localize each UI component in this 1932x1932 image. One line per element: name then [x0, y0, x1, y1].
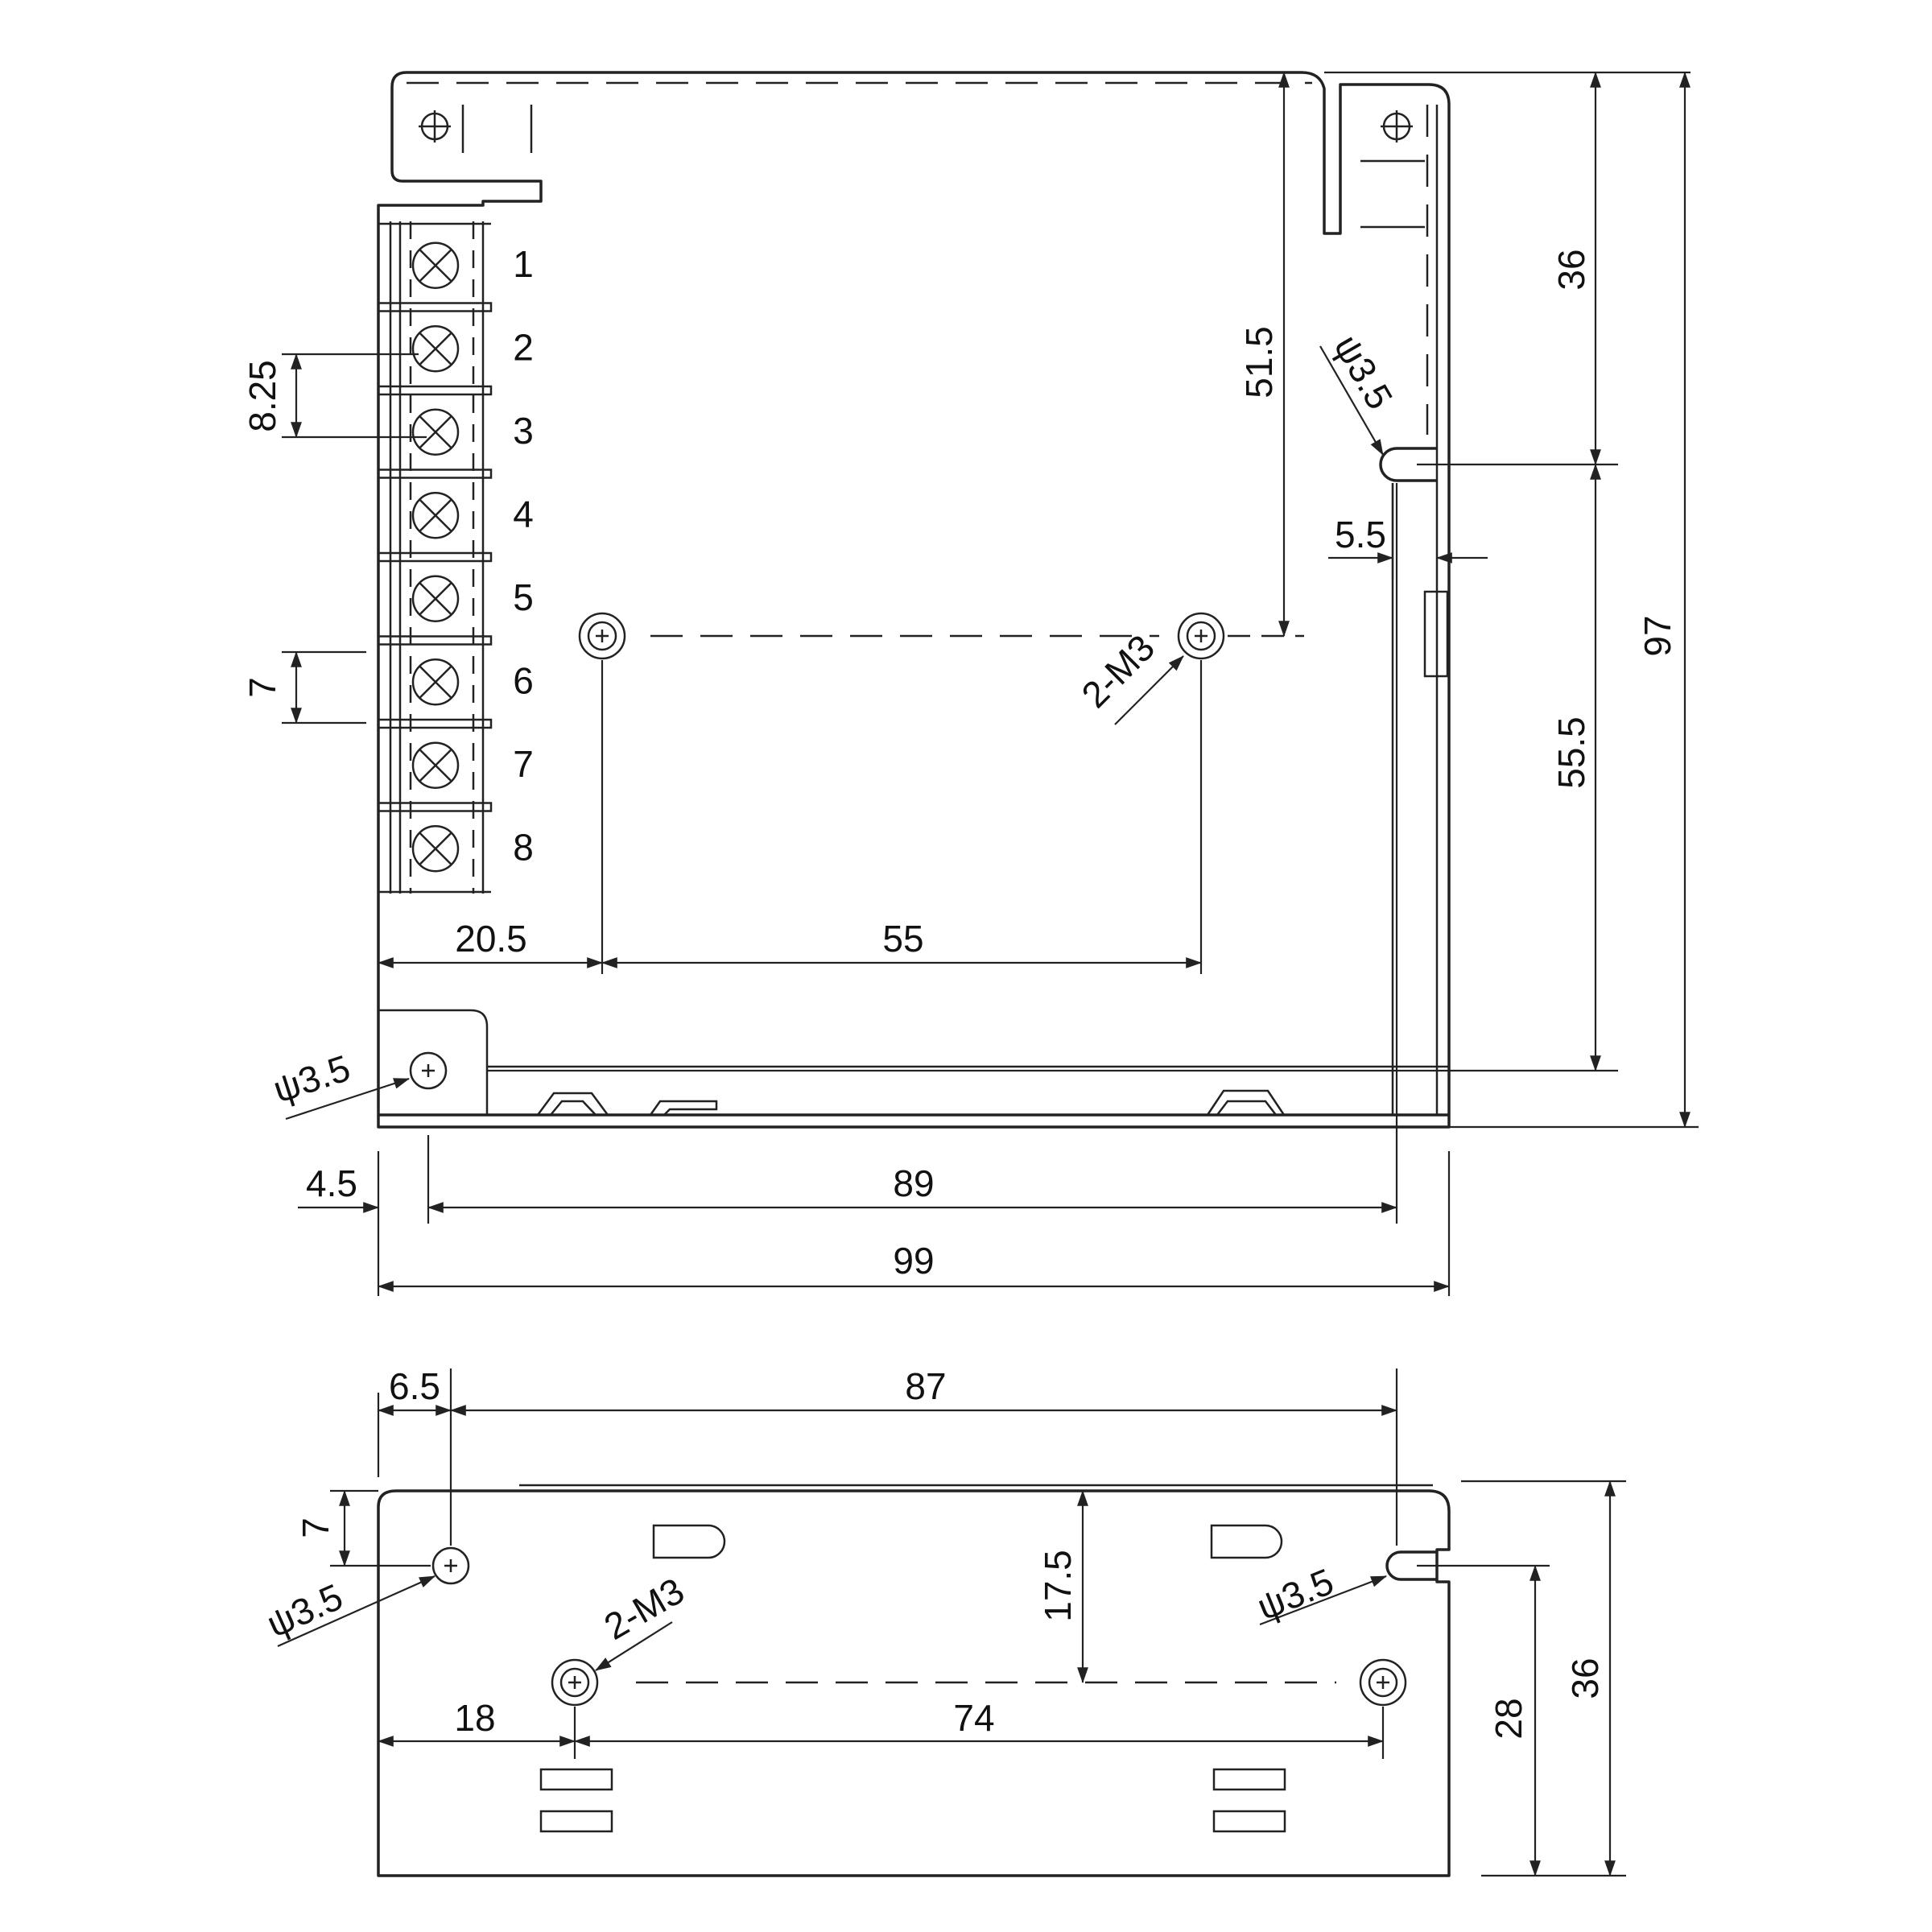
right-slot-notch — [1379, 447, 1437, 482]
side-dim-hole-spacing: 87 — [905, 1365, 946, 1407]
terminal-screw — [411, 492, 460, 539]
top-right-hole-label: ψ3.5 — [1326, 328, 1401, 416]
terminal-number-8: 8 — [513, 826, 534, 868]
side-dim-left-to-hole: 6.5 — [389, 1365, 440, 1407]
side-dim-mount-to-top: 17.5 — [1037, 1550, 1079, 1622]
bottom-left-pocket — [378, 1009, 489, 1115]
terminal-number-1: 1 — [513, 243, 534, 285]
mount-hole-left — [578, 612, 626, 660]
terminal-number-7: 7 — [513, 743, 534, 785]
dim-left-to-mount: 20.5 — [455, 918, 527, 960]
dim-terminal-height: 7 — [242, 677, 283, 698]
side-vent-3 — [1212, 1768, 1286, 1791]
terminal-number-6: 6 — [513, 659, 534, 701]
side-dim-mount-spacing: 74 — [953, 1697, 994, 1739]
dim-slot-to-bottom-hole: 55.5 — [1550, 716, 1592, 789]
dim-total-height: 97 — [1637, 615, 1678, 656]
top-right-hole — [1381, 110, 1413, 142]
dim-mount-spacing: 55 — [882, 918, 923, 960]
terminal-screw — [411, 741, 460, 789]
side-dim-top-to-hole: 7 — [295, 1517, 336, 1538]
terminal-divider — [377, 802, 493, 812]
terminal-screw — [411, 658, 460, 706]
terminal-screw — [411, 242, 460, 289]
vent-3 — [1206, 1089, 1286, 1116]
top-view: 1 2 3 4 5 6 7 8 8.25 7 20.5 55 51.5 — [242, 71, 1699, 1296]
mount-hole-right — [1177, 612, 1225, 660]
side-dim-slot-to-bottom: 28 — [1488, 1698, 1530, 1739]
terminal-divider — [377, 718, 493, 729]
dim-top-to-slot: 36 — [1550, 249, 1592, 290]
vent-1 — [536, 1092, 609, 1116]
top-left-hole — [419, 110, 451, 142]
terminal-screw — [411, 825, 460, 873]
terminal-divider — [377, 302, 493, 312]
terminal-number-4: 4 — [513, 493, 534, 535]
dim-mount-to-top: 51.5 — [1238, 326, 1280, 398]
dim-terminal-pitch: 8.25 — [242, 360, 283, 432]
terminal-screw — [411, 325, 460, 373]
side-left-hole — [431, 1546, 470, 1585]
side-right-hole-label: ψ3.5 — [1251, 1560, 1339, 1628]
dim-hole-spacing: 89 — [893, 1162, 934, 1204]
terminal-number-3: 3 — [513, 410, 534, 452]
right-small-slot — [1423, 590, 1449, 678]
top-view-outline — [377, 71, 1451, 1129]
terminal-number-2: 2 — [513, 326, 534, 368]
side-dim-total-height: 36 — [1564, 1657, 1606, 1699]
terminal-divider — [377, 469, 493, 479]
terminal-block — [377, 221, 493, 894]
side-right-slot — [1385, 1550, 1437, 1581]
side-mount-label: 2-M3 — [597, 1569, 691, 1647]
dim-right-offset: 5.5 — [1335, 514, 1386, 555]
dim-left-to-hole: 4.5 — [306, 1162, 357, 1204]
side-vent-1 — [539, 1768, 613, 1791]
side-view-outline — [377, 1489, 1451, 1877]
terminal-divider — [377, 635, 493, 646]
terminal-number-5: 5 — [513, 576, 534, 618]
side-vent-2 — [539, 1810, 613, 1833]
side-dim-left-to-mount: 18 — [454, 1697, 495, 1739]
terminal-divider — [377, 385, 493, 396]
terminal-screw — [411, 575, 460, 622]
dim-total-width: 99 — [893, 1240, 934, 1282]
side-mount-hole-right — [1359, 1658, 1407, 1707]
top-mount-label: 2-M3 — [1073, 626, 1162, 716]
side-vent-4 — [1212, 1810, 1286, 1833]
side-d-slot-left — [652, 1524, 726, 1559]
side-view: 6.5 87 7 ψ3.5 2-M3 17.5 ψ3.5 18 74 28 36 — [261, 1365, 1626, 1877]
vent-2 — [649, 1100, 718, 1116]
terminal-screw — [411, 408, 460, 456]
side-mount-hole-left — [551, 1658, 599, 1707]
terminal-divider — [377, 551, 493, 563]
side-d-slot-right — [1210, 1524, 1283, 1559]
bottom-left-hole — [409, 1051, 448, 1090]
